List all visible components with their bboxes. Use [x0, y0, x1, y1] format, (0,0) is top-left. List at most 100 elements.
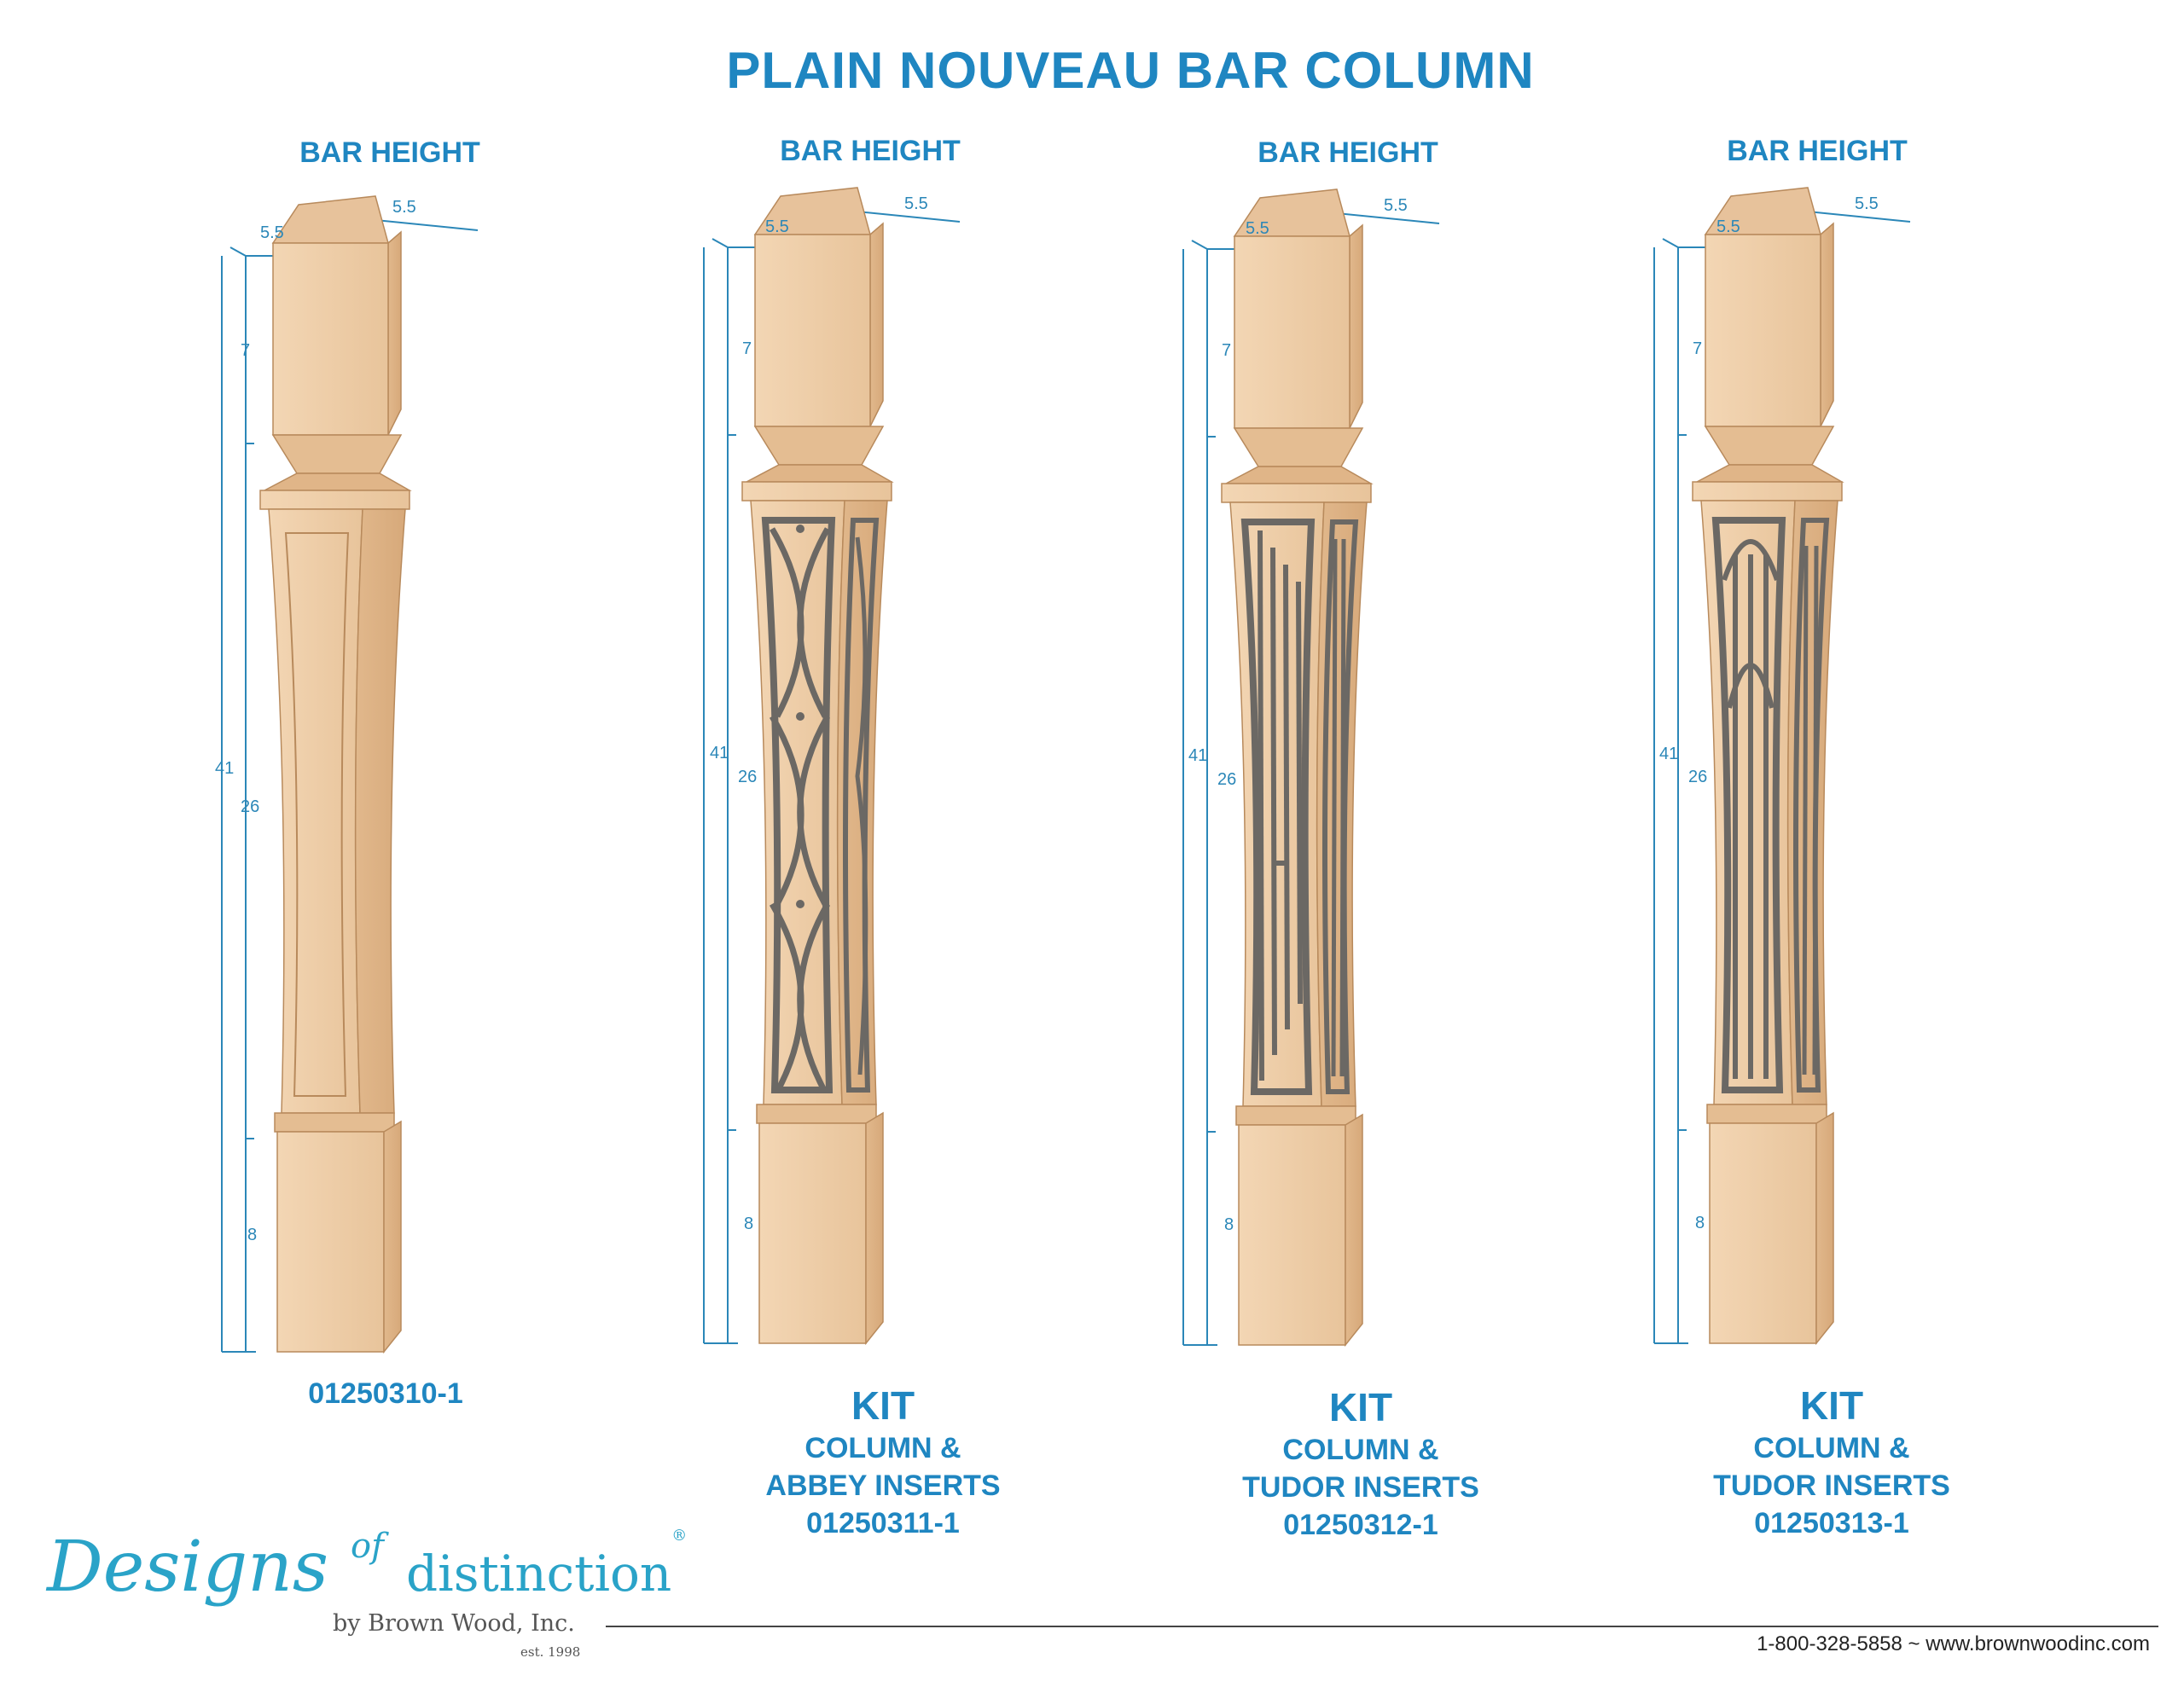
- dimension-width: 5.5: [1384, 196, 1408, 215]
- dimension-base: 8: [1695, 1214, 1705, 1232]
- dimension-width: 5.5: [904, 194, 928, 213]
- insert-rivet: [796, 712, 804, 721]
- tudor-bar-side: [1339, 538, 1346, 1077]
- dimension-top: 7: [241, 341, 251, 360]
- column-capital: [1225, 466, 1374, 484]
- page-title: PLAIN NOUVEAU BAR COLUMN: [726, 42, 1535, 99]
- kit-line-2: TUDOR INSERTS: [1242, 1471, 1479, 1504]
- panel-recess: [284, 532, 350, 1097]
- tudor-bar-side: [1802, 545, 1809, 1075]
- column-drawing: [1182, 188, 1440, 1348]
- column-top-side: [869, 222, 884, 427]
- column-neck: [1233, 427, 1364, 467]
- column-drawing: [221, 195, 479, 1354]
- dimension-total: 41: [215, 759, 235, 778]
- product-label: 01250310-1: [147, 1375, 624, 1412]
- column-top-block: [272, 242, 389, 436]
- insert-rivet: [796, 900, 804, 908]
- dimension-base: 8: [744, 1215, 754, 1233]
- insert-frame-side: [843, 518, 880, 1093]
- dimension-middle: 26: [1217, 770, 1237, 789]
- column-heading: BAR HEIGHT: [299, 136, 480, 169]
- column-top-block: [1705, 234, 1821, 427]
- column-capital-band: [1692, 481, 1843, 501]
- dimension-width: 5.5: [392, 198, 416, 217]
- dimension-total: 41: [1188, 746, 1208, 765]
- tudor-bar-side: [1812, 545, 1819, 1075]
- column-base-block: [1238, 1124, 1346, 1346]
- column-top-face: [271, 195, 389, 244]
- dimension-depth: 5.5: [1246, 219, 1269, 238]
- kit-line-1: COLUMN &: [1282, 1434, 1439, 1466]
- kit-heading: KIT: [1799, 1383, 1864, 1428]
- logo-established: est. 1998: [520, 1644, 581, 1660]
- column-base-side: [383, 1120, 402, 1354]
- dimension-depth: 5.5: [765, 217, 789, 236]
- column-drawing: [703, 187, 961, 1346]
- column-top-side: [1349, 223, 1363, 429]
- insert-frame: [1240, 519, 1316, 1095]
- column-base-block: [276, 1131, 385, 1353]
- dimension-depth: 5.5: [260, 223, 284, 242]
- column-top-block: [754, 234, 871, 427]
- dimension-total: 41: [710, 744, 729, 762]
- product-code: 01250312-1: [1283, 1509, 1438, 1541]
- column-top-block: [1234, 235, 1350, 429]
- brand-logo: Designs of distinction® by Brown Wood, I…: [47, 1527, 687, 1660]
- insert-frame: [1711, 517, 1786, 1093]
- product-label: KIT COLUMN & ABBEY INSERTS 01250311-1: [644, 1382, 1122, 1542]
- tudor-bar: [1258, 530, 1264, 1081]
- column-base-side: [1345, 1113, 1363, 1348]
- dimension-line: [229, 246, 247, 257]
- footer-divider: [606, 1626, 2158, 1627]
- dimension-middle: 26: [1688, 768, 1708, 786]
- column-base-side: [1815, 1111, 1834, 1346]
- footer-contact: 1-800-328-5858 ~ www.brownwoodinc.com: [1757, 1632, 2150, 1655]
- column-base-collar: [1235, 1105, 1356, 1126]
- column-capital-band: [259, 490, 410, 510]
- column-shaft-side: [354, 508, 406, 1114]
- column-heading: BAR HEIGHT: [1727, 135, 1908, 167]
- abbey-arc-side: [855, 536, 868, 1075]
- kit-line-2: ABBEY INSERTS: [765, 1470, 1001, 1502]
- column-neck: [271, 434, 403, 474]
- kit-heading: KIT: [1328, 1385, 1393, 1429]
- dimension-middle: 26: [738, 768, 758, 786]
- dimension-base: 8: [247, 1226, 258, 1244]
- kit-heading: KIT: [851, 1383, 915, 1428]
- tudor-arch: [1722, 539, 1780, 581]
- tudor-bar-side: [1331, 538, 1338, 1077]
- abbey-arc: [797, 902, 831, 1093]
- product-label: KIT COLUMN & TUDOR INSERTS 01250312-1: [1122, 1383, 1600, 1544]
- column-top-side: [387, 230, 402, 436]
- column-heading: BAR HEIGHT: [780, 135, 961, 167]
- tudor-bar: [1283, 564, 1290, 1030]
- tudor-bar: [1270, 547, 1277, 1056]
- dimension-line: [1662, 238, 1679, 248]
- insert-frame-side: [1793, 518, 1830, 1093]
- tudor-arch: [1727, 663, 1774, 709]
- dimension-line: [712, 238, 729, 248]
- kit-line-1: COLUMN &: [1753, 1432, 1910, 1464]
- dimension-top: 7: [742, 339, 752, 358]
- logo-designs: Designs: [47, 1527, 328, 1608]
- column-base-block: [1709, 1122, 1817, 1344]
- column-capital-band: [741, 481, 892, 501]
- column-base-side: [865, 1111, 884, 1346]
- dimension-line: [1191, 240, 1208, 250]
- column-capital: [264, 472, 412, 491]
- column-capital: [1696, 464, 1844, 483]
- column-base-collar: [756, 1104, 877, 1124]
- kit-line-2: TUDOR INSERTS: [1713, 1470, 1950, 1502]
- logo-byline: by Brown Wood, Inc.: [333, 1610, 575, 1637]
- column-shaft-front: [268, 508, 363, 1114]
- logo-of: of: [351, 1527, 384, 1566]
- insert-frame-side: [1322, 519, 1359, 1094]
- product-code: 01250313-1: [1754, 1507, 1909, 1539]
- column-base-collar: [274, 1112, 395, 1133]
- column-neck: [753, 426, 885, 466]
- dimension-depth: 5.5: [1716, 217, 1740, 236]
- dimension-top: 7: [1222, 341, 1232, 360]
- kit-line-1: COLUMN &: [804, 1432, 961, 1464]
- dimension-base: 8: [1224, 1215, 1234, 1234]
